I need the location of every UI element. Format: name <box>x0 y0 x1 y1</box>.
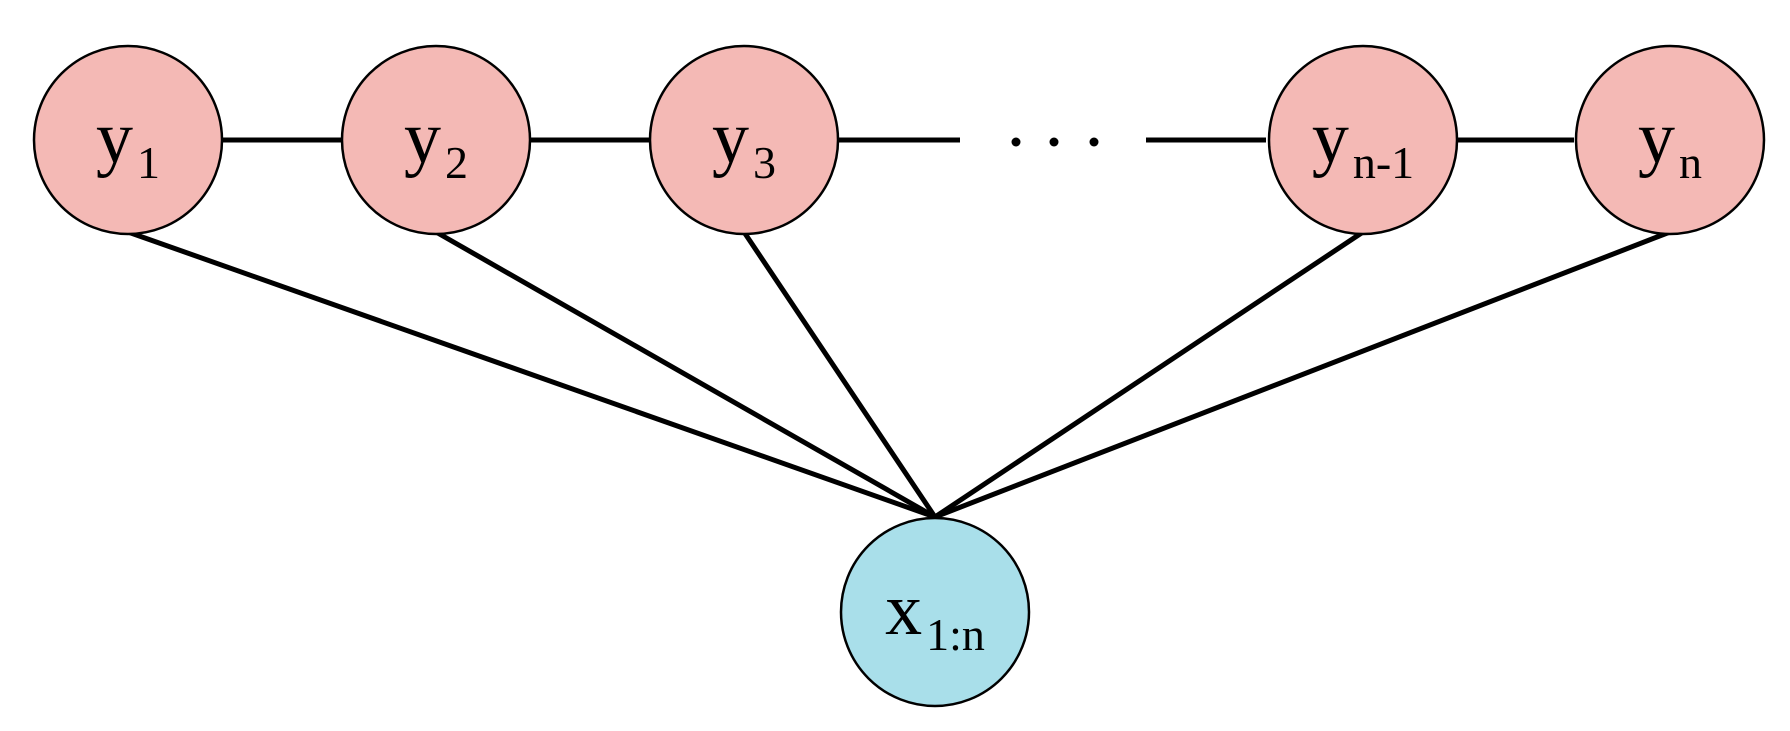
observation-node-text: x1:n <box>885 569 985 660</box>
observation-node-circle <box>839 516 1031 708</box>
observation-edge-y2 <box>434 229 937 520</box>
ellipsis <box>1011 137 1099 147</box>
ellipsis-dot <box>1049 137 1059 147</box>
label-node-y1: y1 <box>32 44 224 236</box>
label-node-text: y2 <box>404 97 468 188</box>
observation-edge-yn-1 <box>933 229 1365 520</box>
label-node-y3: y3 <box>648 44 840 236</box>
label-node-yn-1: yn-1 <box>1267 44 1459 236</box>
label-node-yn: yn <box>1574 44 1766 236</box>
label-node-circle <box>1574 44 1766 236</box>
observation-edge-y3 <box>741 230 938 519</box>
label-node-text: y1 <box>96 97 160 188</box>
observation-node-x: x1:n <box>839 516 1031 708</box>
label-node-text: yn-1 <box>1312 97 1414 188</box>
ellipsis-dot <box>1089 137 1099 147</box>
label-node-circle <box>32 44 224 236</box>
ellipsis-dot <box>1011 137 1021 147</box>
observation-edge-yn <box>934 229 1671 520</box>
label-node-text: y3 <box>712 97 776 188</box>
label-node-circle <box>648 44 840 236</box>
observation-edge-y1 <box>127 229 936 520</box>
label-node-y2: y2 <box>340 44 532 236</box>
label-node-circle <box>340 44 532 236</box>
label-node-circle <box>1267 44 1459 236</box>
label-node-text: yn <box>1638 97 1702 188</box>
